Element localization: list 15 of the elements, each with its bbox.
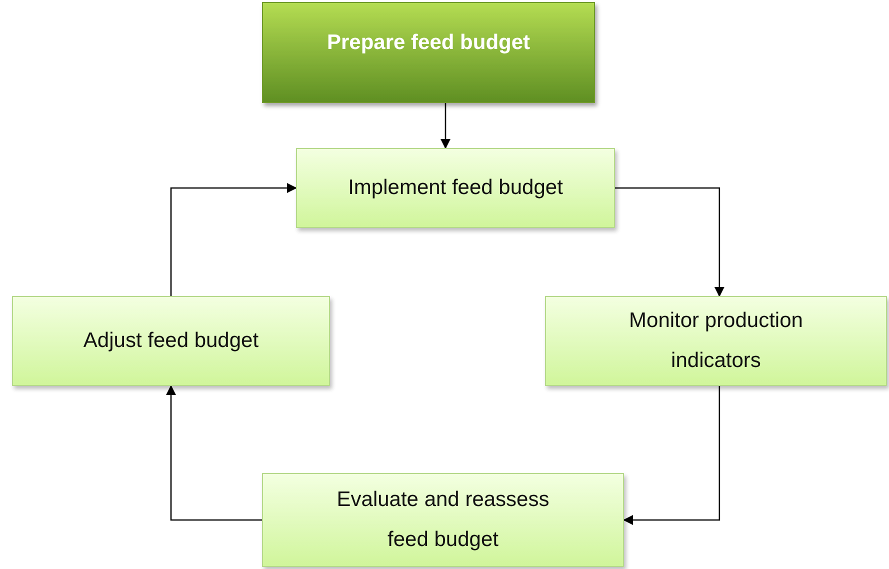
arrow: [166, 385, 262, 521]
process-box: [545, 296, 887, 386]
process-box: [12, 296, 330, 386]
process-box: [262, 473, 624, 567]
arrow: [615, 187, 724, 297]
title-box: [262, 2, 595, 103]
box-label: Adjust feed budget: [83, 328, 259, 354]
box-label: Evaluate and reassess feed budget: [336, 487, 550, 553]
box-title: Prepare feed budget: [326, 30, 530, 56]
arrow: [440, 103, 450, 149]
box-label: Monitor production indicators: [628, 308, 804, 374]
box-label: Implement feed budget: [348, 175, 563, 201]
arrow: [623, 386, 720, 525]
process-box: [296, 148, 615, 228]
arrow: [170, 183, 297, 296]
